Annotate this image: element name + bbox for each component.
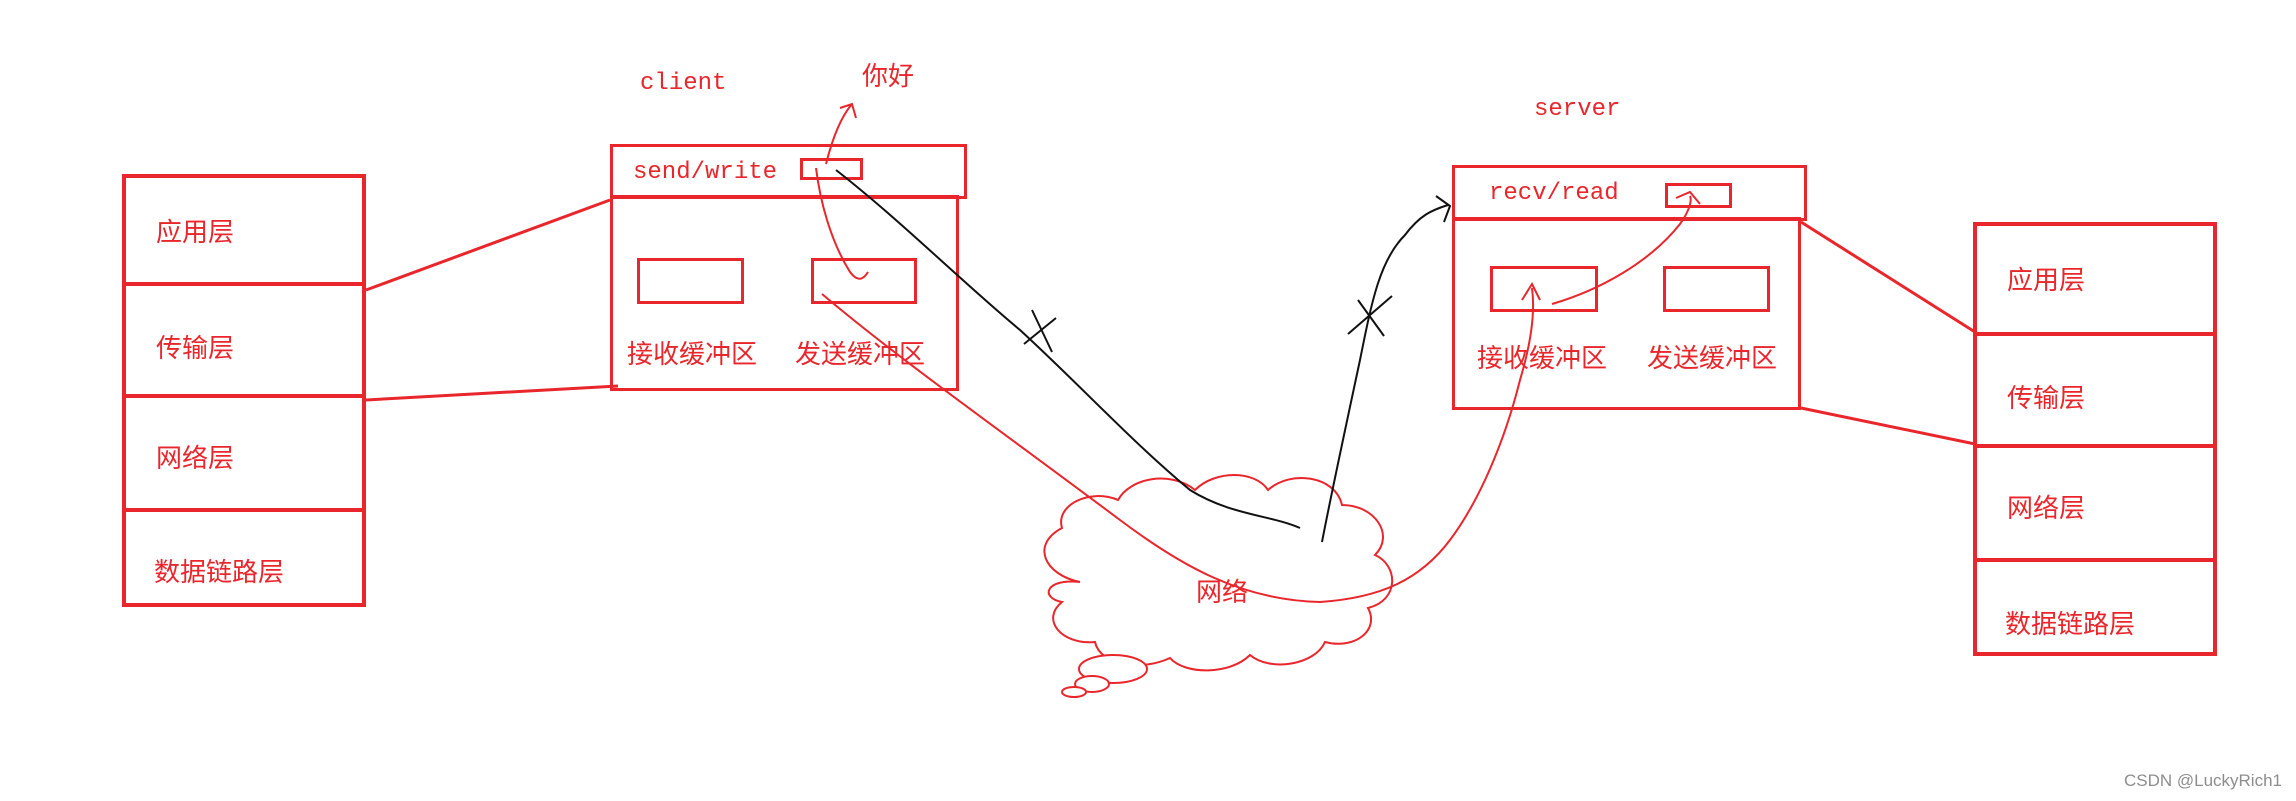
right-layer-datalink: 数据链路层: [1973, 558, 2217, 656]
server-api-label: recv/read: [1489, 180, 1619, 207]
connector-line: [365, 198, 611, 292]
network-to-server-path: [1321, 204, 1449, 543]
client-api-buffer-slot: [800, 158, 863, 180]
right-layer-transport: 传输层: [1973, 332, 2217, 448]
left-layer-datalink: 数据链路层: [122, 508, 366, 607]
left-layer-label: 传输层: [156, 334, 235, 364]
right-layer-label: 传输层: [2007, 384, 2086, 414]
right-layer-application: 应用层: [1973, 222, 2217, 336]
client-message: 你好: [862, 62, 915, 92]
connector-line: [1800, 406, 1976, 446]
right-layer-network: 网络层: [1973, 444, 2217, 562]
client-socket-body: 接收缓冲区 发送缓冲区: [610, 195, 959, 391]
client-title: client: [640, 70, 727, 97]
connector-line: [365, 384, 619, 402]
path-cross-mark: [1357, 299, 1385, 337]
client-recv-buffer: [637, 258, 744, 304]
server-recv-buffer-label: 接收缓冲区: [1477, 344, 1608, 374]
left-layer-network: 网络层: [122, 394, 366, 512]
client-api-label: send/write: [633, 159, 778, 186]
right-layer-label: 数据链路层: [2005, 610, 2136, 640]
left-layer-label: 应用层: [156, 218, 235, 248]
connector-line: [1800, 220, 1976, 334]
arrowhead-icon: [839, 102, 857, 119]
right-layer-label: 应用层: [2007, 266, 2086, 296]
network-label: 网络: [1196, 578, 1249, 608]
client-send-buffer: [811, 258, 917, 304]
arrowhead-icon: [1435, 195, 1452, 223]
right-layer-label: 网络层: [2007, 494, 2086, 524]
left-layer-application: 应用层: [122, 174, 366, 286]
client-recv-buffer-label: 接收缓冲区: [627, 340, 758, 370]
left-layer-label: 数据链路层: [154, 558, 285, 588]
server-send-buffer: [1663, 266, 1770, 312]
client-api-bar: send/write: [610, 144, 967, 199]
watermark: CSDN @LuckyRich1: [2123, 771, 2282, 790]
client-send-buffer-label: 发送缓冲区: [795, 340, 926, 370]
server-socket-body: 接收缓冲区 发送缓冲区: [1452, 217, 1801, 410]
path-cross-mark: [1347, 295, 1393, 335]
left-layer-transport: 传输层: [122, 282, 366, 398]
path-cross-mark: [1031, 309, 1053, 353]
server-recv-buffer: [1490, 266, 1598, 312]
server-api-buffer-slot: [1665, 183, 1732, 208]
left-layer-label: 网络层: [156, 444, 235, 474]
server-api-bar: recv/read: [1452, 165, 1807, 221]
path-cross-mark: [1023, 317, 1057, 345]
server-title: server: [1534, 96, 1621, 123]
server-send-buffer-label: 发送缓冲区: [1647, 344, 1778, 374]
